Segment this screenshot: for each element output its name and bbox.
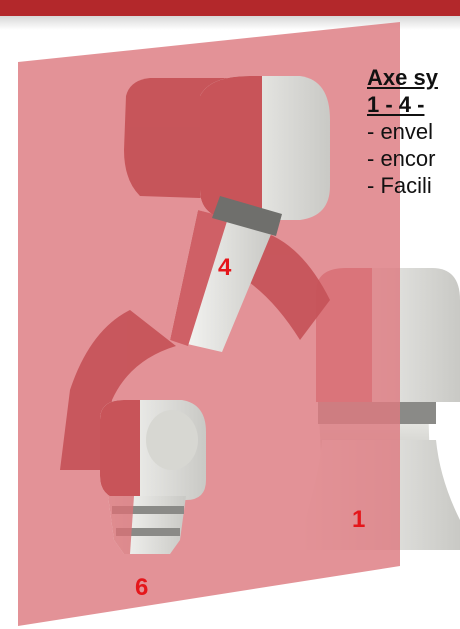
- joint-label-4: 4: [218, 254, 231, 282]
- slide-subtitle: 1 - 4 -: [367, 91, 438, 118]
- slide-text: Axe sy 1 - 4 - - envel - encor - Facili: [367, 64, 438, 199]
- wrist-housing: [100, 400, 206, 500]
- joint-label-1: 1: [352, 506, 365, 534]
- bullet-3: - Facili: [367, 172, 438, 199]
- tool-flange: [108, 496, 186, 554]
- joint-label-6: 6: [135, 574, 148, 602]
- bullet-2: - encor: [367, 145, 438, 172]
- slide-title: Axe sy: [367, 64, 438, 91]
- bullet-1: - envel: [367, 118, 438, 145]
